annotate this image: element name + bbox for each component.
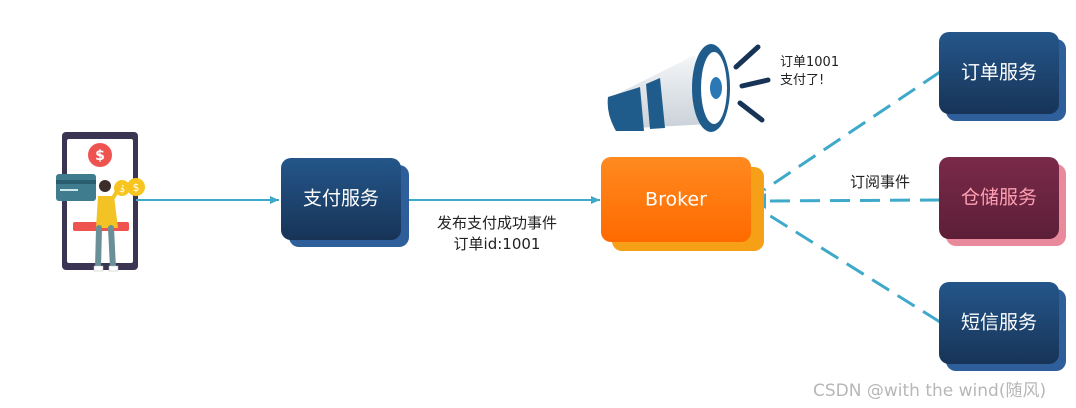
sms-subscribe-line [763, 210, 941, 324]
broker-label: Broker [645, 189, 707, 211]
payment-service-label: 支付服务 [303, 188, 379, 210]
payment-service-node[interactable]: 支付服务 [281, 158, 409, 247]
broker-node[interactable]: Broker [601, 157, 764, 251]
order-service-node[interactable]: 订单服务 [939, 32, 1066, 121]
svg-text:$: $ [95, 148, 105, 164]
sms-service-label: 短信服务 [961, 312, 1037, 334]
watermark: CSDN @with the wind(随风) [813, 381, 1046, 401]
order-service-label: 订单服务 [961, 62, 1037, 84]
sms-service-node[interactable]: 短信服务 [939, 282, 1066, 371]
svg-text:$: $ [133, 181, 140, 194]
megaphone-icon [607, 44, 771, 132]
announcement-line-1: 订单1001 [780, 55, 839, 70]
svg-text:$: $ [119, 184, 125, 195]
subscription-connectors [763, 70, 941, 324]
publish-order-id-label: 订单id:1001 [454, 235, 541, 253]
phone-payment-illustration-icon: $ $ $ [56, 132, 145, 272]
publish-event-label: 发布支付成功事件 [437, 214, 557, 232]
warehouse-service-label: 仓储服务 [961, 187, 1037, 209]
subscribe-event-label: 订阅事件 [850, 173, 910, 191]
warehouse-subscribe-line [763, 198, 941, 203]
announcement-line-2: 支付了! [780, 73, 824, 88]
order-subscribe-line [763, 70, 941, 192]
warehouse-service-node[interactable]: 仓储服务 [939, 157, 1066, 246]
